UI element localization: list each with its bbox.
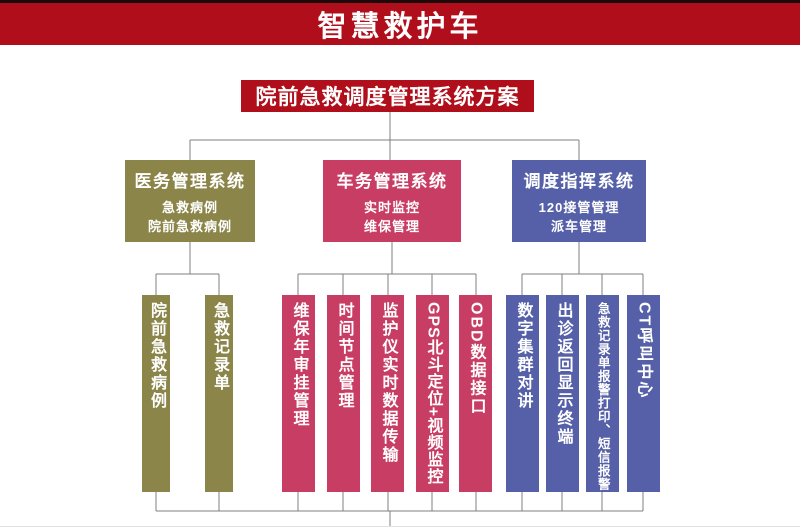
branch-subtitle: 120接管管理 — [538, 199, 620, 215]
leaf-label: GPS北斗定位+视频监控 — [424, 302, 442, 486]
leaf-box-maintenance-inspection: 维保年审挂管理 — [282, 295, 315, 492]
leaf-box-emergency-record: 急救记录单 — [205, 295, 233, 492]
plan-title: 院前急救调度管理系统方案 — [255, 86, 520, 109]
leaf-box-obd-interface: OBD数据接口 — [459, 295, 492, 492]
branch-subtitle: 实时监控 — [363, 199, 420, 215]
branch-title: 调度指挥系统 — [523, 171, 635, 191]
page-title-banner: 智慧救护车 — [0, 0, 800, 45]
leaf-box-alarm-print-sms: 急救记录单报警打印、短信报警 — [586, 295, 619, 492]
leaf-box-monitor-data: 监护仪实时数据传输 — [371, 295, 404, 492]
branch-title: 车务管理系统 — [336, 171, 448, 191]
branch-subtitle: 院前急救病例 — [147, 218, 232, 234]
leaf-label: 数字集群对讲 — [514, 302, 532, 410]
leaf-label: 出诊返回显示终端 — [554, 302, 572, 446]
leaf-label: 维保年审挂管理 — [290, 302, 308, 428]
leaf-box-time-node: 时间节点管理 — [327, 295, 360, 492]
branch-header-medical: 医务管理系统 急救病例 院前急救病例 — [125, 160, 255, 242]
leaf-label: 院前急救病例 — [148, 302, 165, 410]
leaf-box-ct-call-center: CT呼叫中心 — [627, 295, 660, 492]
branch-subtitle: 急救病例 — [161, 199, 218, 215]
medical-branch-connector — [155, 242, 220, 295]
plan-title-box: 院前急救调度管理系统方案 — [241, 80, 534, 112]
leaf-label: OBD数据接口 — [467, 302, 485, 416]
leaf-box-dispatch-display: 出诊返回显示终端 — [546, 295, 579, 492]
leaf-label: CT呼叫中心 — [635, 302, 653, 400]
branch-header-vehicle: 车务管理系统 实时监控 维保管理 — [323, 160, 461, 242]
leaf-label: 监护仪实时数据传输 — [379, 302, 397, 464]
leaf-label: 急救记录单报警打印、短信报警 — [595, 302, 610, 491]
leaf-box-digital-trunking: 数字集群对讲 — [506, 295, 539, 492]
branch-subtitle: 派车管理 — [550, 218, 607, 234]
branch-title: 医务管理系统 — [134, 171, 246, 191]
leaf-box-prehospital-case: 院前急救病例 — [142, 295, 170, 492]
branch-header-dispatch: 调度指挥系统 120接管管理 派车管理 — [512, 160, 646, 242]
leaf-label: 急救记录单 — [211, 302, 228, 392]
page-title: 智慧救护车 — [317, 11, 483, 43]
leaf-box-gps-video: GPS北斗定位+视频监控 — [416, 295, 449, 492]
vehicle-branch-connector — [297, 242, 477, 295]
branch-subtitle: 维保管理 — [363, 218, 420, 234]
dispatch-branch-connector — [521, 242, 644, 295]
bottom-bus-connector — [155, 492, 644, 527]
plan-to-branches-connector — [189, 112, 580, 160]
leaf-label: 时间节点管理 — [335, 302, 353, 410]
